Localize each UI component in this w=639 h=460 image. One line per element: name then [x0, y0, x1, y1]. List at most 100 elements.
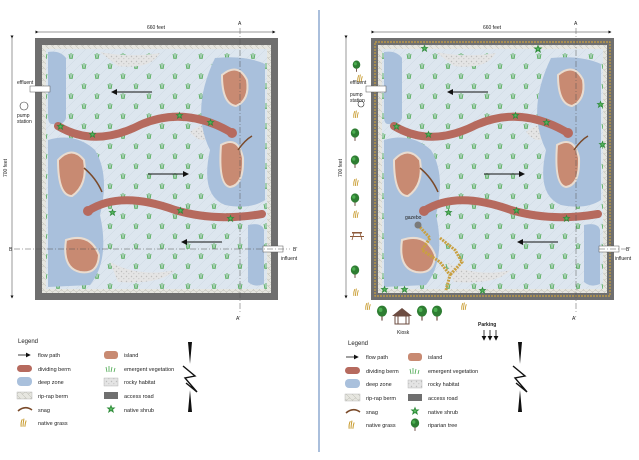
rocky-habitat-swatch — [103, 377, 119, 387]
rip-rap-berm-swatch — [16, 391, 33, 400]
effluent-pipe — [29, 85, 51, 93]
island — [400, 236, 437, 274]
legend-rip-rap-berm: rip-rap berm — [366, 396, 396, 402]
boardwalk-trail — [439, 236, 464, 277]
legend-dividing-berm: dividing berm — [38, 367, 71, 373]
island — [555, 141, 581, 189]
picnic-table-icon — [350, 232, 364, 241]
emergent-vegetation-swatch — [409, 368, 420, 375]
deep-zone-swatch — [345, 379, 360, 388]
pump-label-line1: pump — [350, 92, 363, 98]
native-grass-icon — [20, 418, 27, 428]
legend-native-shrub: native shrub — [124, 408, 154, 414]
legend-native-grass: native grass — [38, 421, 68, 427]
section-b-right: B' — [293, 247, 297, 253]
island-swatch — [104, 351, 118, 359]
dividing-berm — [84, 196, 266, 222]
access-road-swatch — [408, 394, 422, 401]
pump-label-line1: pump — [17, 113, 30, 119]
effluent-label: effluent — [17, 80, 34, 86]
kiosk-label: Kiosk — [397, 330, 410, 336]
legend-title: Legend — [348, 341, 368, 347]
native-shrub-icon — [106, 404, 116, 413]
snag — [573, 135, 589, 151]
native-grass — [353, 288, 359, 297]
native-grass — [461, 302, 467, 311]
legend-deep-zone: deep zone — [366, 382, 392, 388]
native-grass — [353, 110, 359, 119]
legend-dividing-berm: dividing berm — [366, 369, 399, 375]
parking-label: Parking — [478, 322, 496, 328]
kiosk-icon — [392, 308, 412, 325]
deep-zone — [584, 224, 600, 286]
rocky-habitat — [436, 52, 496, 67]
riparian-tree — [350, 193, 360, 206]
riparian-tree — [352, 60, 361, 72]
right-plan: 660 feet 700 feet gazebo — [338, 21, 632, 341]
section-a-top: A — [238, 21, 242, 27]
legend-deep-zone: deep zone — [38, 380, 64, 386]
trail-perimeter — [374, 41, 611, 297]
height-label: 700 feet — [338, 158, 344, 177]
rocky-habitat — [110, 262, 175, 283]
pump-label-line2: station — [350, 98, 365, 104]
island — [392, 151, 422, 198]
riparian-tree — [350, 265, 360, 278]
native-grass — [353, 178, 359, 187]
island-swatch — [408, 353, 422, 361]
snag — [83, 167, 103, 193]
native-grass — [353, 210, 359, 219]
rip-rap-berm-swatch — [344, 393, 361, 402]
legend-snag: snag — [366, 410, 378, 416]
boardwalk-trail — [416, 223, 452, 291]
native-shrub-icon — [410, 406, 420, 415]
legend-native-shrub: native shrub — [428, 410, 458, 416]
legend-island: island — [124, 353, 138, 359]
snag — [419, 167, 439, 193]
legend-rocky-habitat: rocky habitat — [124, 380, 156, 386]
island — [556, 68, 585, 108]
legend-title: Legend — [18, 339, 38, 345]
access-road-swatch — [104, 392, 118, 399]
legend-native-grass: native grass — [366, 423, 396, 429]
section-a-bottom: A' — [236, 316, 240, 322]
legend-rip-rap-berm: rip-rap berm — [38, 394, 68, 400]
riparian-tree — [431, 305, 443, 321]
native-grass-icon — [348, 420, 355, 430]
riparian-tree — [416, 305, 428, 321]
pump-station-icon — [357, 100, 365, 108]
dividing-berm — [390, 112, 572, 141]
dividing-berm — [54, 112, 236, 141]
left-plan: 660 feet 700 feet — [3, 21, 298, 322]
north-arrow-icon — [512, 342, 528, 412]
width-label: 660 feet — [483, 25, 502, 31]
legend-emergent-vegetation: emergent vegetation — [124, 367, 174, 373]
legend-emergent-vegetation: emergent vegetation — [428, 369, 478, 375]
influent-label: influent — [615, 256, 632, 262]
deep-zone-swatch — [17, 377, 32, 386]
pump-station-icon — [19, 101, 29, 111]
riparian-tree — [350, 128, 360, 141]
section-b-left: B — [9, 247, 13, 253]
legend-riparian-tree: riparian tree — [428, 423, 457, 429]
section-a-top: A — [574, 21, 578, 27]
snag-swatch — [345, 408, 361, 414]
legend-rocky-habitat: rocky habitat — [428, 382, 460, 388]
island — [56, 151, 86, 198]
island — [219, 141, 245, 189]
snag — [237, 135, 253, 151]
dividing-berm-swatch — [17, 365, 32, 372]
riparian-tree — [376, 305, 388, 321]
parking-arrows-icon — [481, 330, 499, 341]
rocky-habitat-swatch — [407, 379, 423, 389]
rocky-habitat — [100, 52, 160, 67]
island — [220, 68, 249, 108]
rocky-habitat — [446, 262, 511, 283]
riparian-tree — [350, 155, 360, 168]
legend-island: island — [428, 355, 442, 361]
native-grass — [365, 302, 371, 311]
deep-zone — [48, 51, 66, 125]
deep-zone — [248, 224, 264, 286]
legend-left: Legend flow path dividing berm deep zone… — [16, 339, 174, 428]
